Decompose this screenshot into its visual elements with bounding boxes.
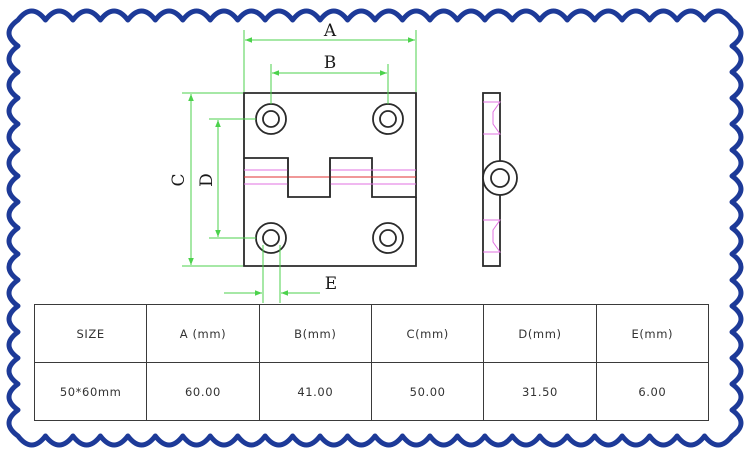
knuckle-lines xyxy=(244,158,416,197)
cell-size: 50*60mm xyxy=(33,362,148,421)
screw-hole-bottom-left xyxy=(255,222,287,254)
dimension-label-c: C xyxy=(169,173,189,186)
dimension-label-a: A xyxy=(323,21,337,41)
cell-d: 31.50 xyxy=(483,362,597,421)
table-header-row: SIZE A (mm) B(mm) C(mm) D(mm) E(mm) xyxy=(33,304,710,363)
wavy-border-path xyxy=(6,8,744,448)
header-d: D(mm) xyxy=(483,304,597,363)
table-row: 50*60mm 60.00 41.00 50.00 31.50 6.00 xyxy=(33,362,710,421)
spec-table: SIZE A (mm) B(mm) C(mm) D(mm) E(mm) 50*6… xyxy=(33,304,710,421)
header-b: B(mm) xyxy=(258,304,372,363)
header-e: E(mm) xyxy=(595,304,710,363)
dimension-a: A xyxy=(243,21,417,92)
dimension-c: C xyxy=(169,92,243,267)
header-a: A (mm) xyxy=(146,304,260,363)
dimension-label-e: E xyxy=(325,274,337,294)
header-size: SIZE xyxy=(33,304,148,363)
hinge-side-view xyxy=(482,92,518,267)
cell-a: 60.00 xyxy=(146,362,260,421)
cell-e: 6.00 xyxy=(595,362,710,421)
cell-c: 50.00 xyxy=(370,362,485,421)
screw-hole-bottom-right xyxy=(372,222,404,254)
cell-b: 41.00 xyxy=(258,362,372,421)
screw-hole-top-left xyxy=(255,103,287,135)
dimension-b: B xyxy=(270,53,389,104)
header-c: C(mm) xyxy=(370,304,485,363)
dimension-label-b: B xyxy=(324,53,337,73)
screw-hole-top-right xyxy=(372,103,404,135)
dimension-d: D xyxy=(197,118,256,239)
dimension-e: E xyxy=(224,245,337,303)
hinge-front-lower-outline xyxy=(243,158,417,267)
dimension-label-d: D xyxy=(197,173,217,187)
